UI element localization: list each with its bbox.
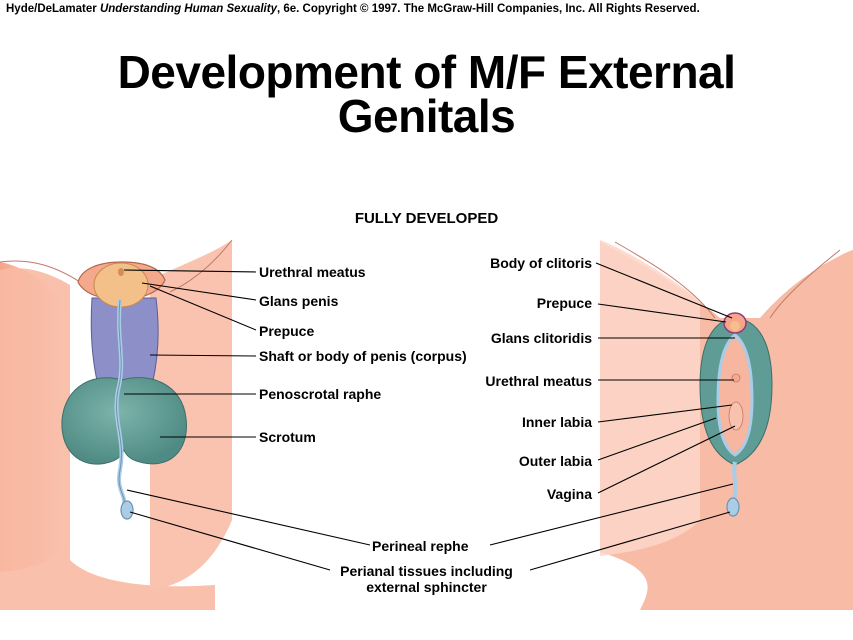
label-perineal-raphe: Perineal rephe [372,538,469,554]
leader-outer-labia [597,417,717,461]
female-urethral-opening [731,373,741,383]
leader-perineal-raphe-female [489,483,734,546]
label-perianal-line-1: Perianal tissues including [340,563,513,579]
label-perianal-line-2: external sphincter [366,579,487,595]
label-vagina: Vagina [546,486,592,502]
leader-urethral-meatus-male [123,269,257,273]
female-raphe [732,461,738,501]
female-thigh-left [600,240,700,556]
female-anus [726,497,740,517]
leader-lines [123,262,736,571]
male-figure [0,239,233,610]
credit-authors: Hyde/DeLamater [6,3,97,15]
leader-shaft [149,354,257,357]
inner-labia-shape [716,333,754,457]
label-prepuce-male: Prepuce [259,323,315,339]
leader-perianal-male [129,511,331,571]
label-prepuce-female: Prepuce [536,295,592,311]
credit-book-title: Understanding Human Sexuality [99,3,277,15]
label-perianal-tissues: Perianal tissues including external sphi… [0,563,853,595]
label-scrotum: Scrotum [259,429,316,445]
glans-clitoridis-shape [730,321,740,331]
leader-glans-penis [141,282,257,301]
leader-prepuce-female [597,303,727,323]
diagram-subtitle: FULLY DEVELOPED [354,210,499,227]
label-urethral-meatus-female: Urethral meatus [485,373,592,389]
label-penoscrotal-raphe: Penoscrotal raphe [259,386,382,402]
label-glans-penis: Glans penis [259,293,339,309]
credit-copyright: , 6e. Copyright © 1997. The McGraw-Hill … [276,3,700,15]
leader-body-of-clitoris [595,262,733,319]
label-body-of-clitoris: Body of clitoris [490,255,592,271]
copyright-credit: Hyde/DeLamater Understanding Human Sexua… [6,3,700,15]
label-urethral-meatus-male: Urethral meatus [259,264,366,280]
title-line-2: Genitals [337,90,516,142]
male-anus [120,500,134,520]
label-inner-labia: Inner labia [521,414,592,430]
leader-inner-labia [597,404,733,423]
vaginal-opening [728,401,744,431]
leader-perineal-raphe-male [126,489,371,546]
label-outer-labia: Outer labia [518,453,592,469]
male-raphe-outline [115,299,125,506]
male-body [0,268,215,610]
penis-shaft [90,297,159,386]
female-figure [600,240,853,610]
male-thigh-right [150,240,232,590]
label-shaft: Shaft or body of penis (corpus) [259,348,467,364]
leader-vagina [597,425,736,494]
label-glans-clitoridis: Glans clitoridis [490,330,592,346]
scrotum-shape [61,377,187,465]
title-line-1: Development of M/F External [117,46,736,98]
leader-perianal-female [529,511,731,571]
leader-prepuce-male [149,285,257,331]
page-title: Development of M/F External Genitals [0,46,853,142]
urethral-meatus-shape [118,268,124,276]
